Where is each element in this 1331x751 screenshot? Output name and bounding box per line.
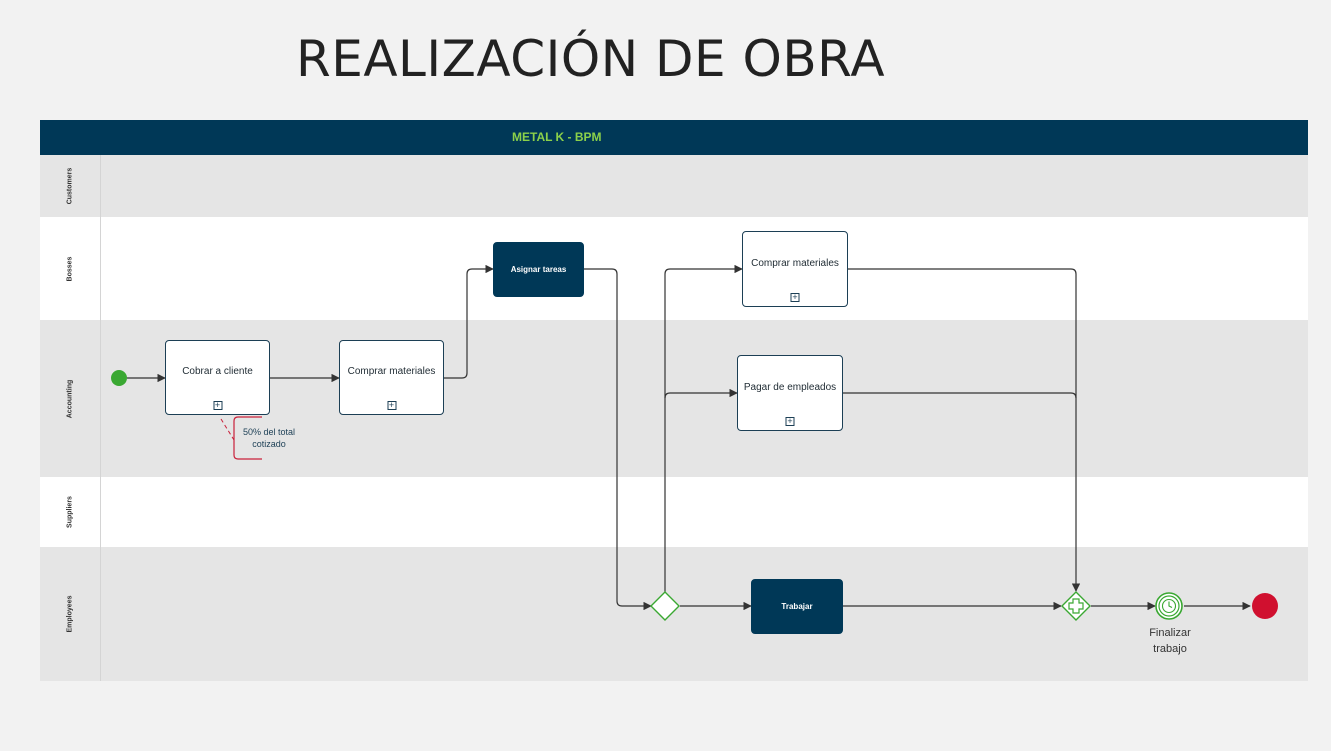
pool-header: METAL K - BPM (40, 120, 1308, 155)
task-label: Trabajar (781, 602, 813, 611)
lane-customers: Customers (40, 155, 1308, 217)
lane-label-suppliers: Suppliers (66, 496, 74, 528)
subprocess-plus-marker-icon[interactable]: + (790, 292, 800, 302)
subprocess-plus-marker-icon[interactable]: + (387, 400, 396, 410)
page-title: REALIZACIÓN DE OBRA (296, 30, 886, 88)
task-asignar-tareas[interactable]: Asignar tareas (493, 242, 584, 297)
lane-label-customers: Customers (66, 167, 74, 205)
timer-event-label: Finalizar trabajo (1140, 625, 1200, 657)
annotation-line-1: 50% del total (242, 427, 296, 437)
lane-bosses: Bosses (40, 217, 1308, 320)
task-pagar-de-empleados[interactable]: Pagar de empleados + (737, 355, 843, 431)
task-label: Asignar tareas (510, 265, 567, 274)
lane-label-bosses: Bosses (66, 256, 74, 281)
timer-label-line-2: trabajo (1153, 643, 1187, 655)
task-label: Comprar materiales (751, 257, 839, 269)
task-comprar-materiales-bosses[interactable]: Comprar materiales + (742, 231, 848, 307)
subprocess-plus-marker-icon[interactable]: + (785, 416, 795, 426)
lane-suppliers: Suppliers (40, 477, 1308, 547)
task-label: Cobrar a cliente (182, 366, 253, 377)
lane-label-accounting: Accounting (66, 379, 74, 418)
task-comprar-materiales-accounting[interactable]: Comprar materiales + (339, 340, 444, 415)
lane-employees: Employees (40, 547, 1308, 681)
text-annotation: 50% del total cotizado (234, 426, 304, 450)
task-cobrar-a-cliente[interactable]: Cobrar a cliente + (165, 340, 270, 415)
timer-label-line-1: Finalizar (1149, 627, 1191, 639)
lane-label-employees: Employees (66, 595, 74, 633)
pool-title: METAL K - BPM (512, 130, 602, 144)
task-label: Pagar de empleados (743, 381, 837, 393)
task-trabajar[interactable]: Trabajar (751, 579, 843, 634)
annotation-line-2: cotizado (252, 439, 286, 449)
task-label: Comprar materiales (347, 366, 436, 377)
subprocess-plus-marker-icon[interactable]: + (213, 400, 222, 410)
